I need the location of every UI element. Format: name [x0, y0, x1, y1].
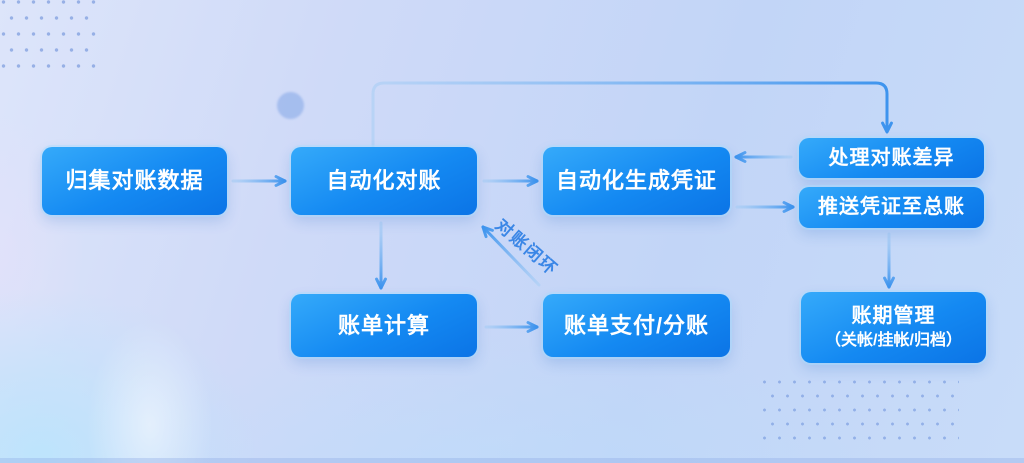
node-label: 账单支付/分账 — [563, 312, 710, 338]
edge-auto-recon-to-bill-calc — [375, 221, 387, 290]
node-label: 账单计算 — [337, 312, 430, 338]
node-push-ledger: 推送凭证至总账 — [799, 187, 984, 228]
node-handle-diff: 处理对账差异 — [799, 138, 984, 178]
node-collect: 归集对账数据 — [42, 147, 227, 215]
decorative-circle — [277, 92, 304, 119]
node-label: 账期管理 — [851, 305, 936, 327]
node-label: 自动化生成凭证 — [555, 168, 717, 194]
dot-grid-top-left — [0, 0, 96, 72]
edge-collect-to-auto-recon — [231, 175, 287, 187]
node-label: 归集对账数据 — [65, 168, 204, 194]
dot-grid-bottom-right — [763, 380, 959, 448]
node-gen-voucher: 自动化生成凭证 — [543, 147, 730, 215]
node-bill-pay: 账单支付/分账 — [543, 294, 730, 357]
node-auto-recon: 自动化对账 — [291, 147, 477, 215]
node-sublabel: （关帐/挂帐/归档） — [825, 332, 962, 349]
node-bill-calc: 账单计算 — [291, 294, 477, 357]
edge-label-bill-pay-to-auto-recon: 对账闭环 — [491, 215, 562, 280]
node-period-mgmt: 账期管理 （关帐/挂帐/归档） — [801, 292, 986, 363]
edge-bill-calc-to-bill-pay — [484, 321, 539, 333]
edge-gen-voucher-to-push-ledger — [735, 201, 795, 213]
edge-auto-recon-to-handle-diff — [371, 81, 893, 148]
node-label: 推送凭证至总账 — [818, 196, 965, 218]
edge-handle-diff-to-gen-voucher — [734, 151, 793, 163]
node-label: 处理对账差异 — [828, 146, 955, 169]
edge-auto-recon-to-gen-voucher — [482, 175, 539, 187]
node-label: 自动化对账 — [326, 168, 442, 194]
edge-push-ledger-to-period-mgmt — [883, 232, 895, 289]
